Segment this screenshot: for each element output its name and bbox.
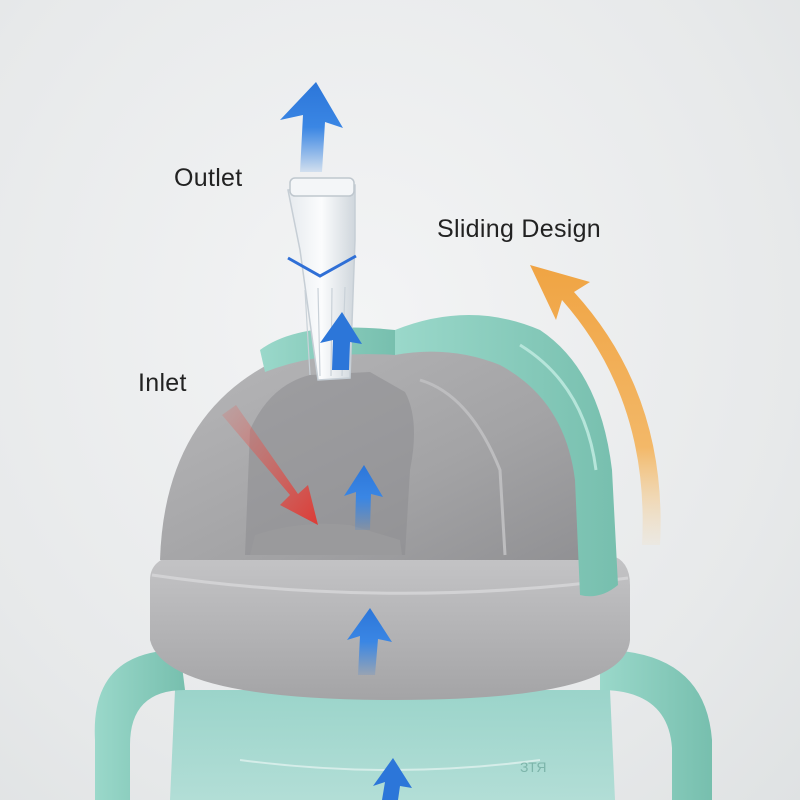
sliding-design-label: Sliding Design: [437, 215, 602, 243]
lid-collar: [150, 555, 630, 700]
svg-text:ЗТЯ: ЗТЯ: [520, 759, 547, 775]
orange-curved-arrow-icon: [530, 265, 661, 545]
red-down-arrow-icon: [222, 405, 318, 525]
inlet-label: Inlet: [138, 369, 187, 397]
blue-up-arrow-icon: [280, 82, 412, 800]
handle-right: [600, 650, 712, 800]
outlet-label: Outlet: [174, 164, 243, 192]
lid-dome: [160, 337, 615, 560]
handle-left: [94, 650, 185, 800]
